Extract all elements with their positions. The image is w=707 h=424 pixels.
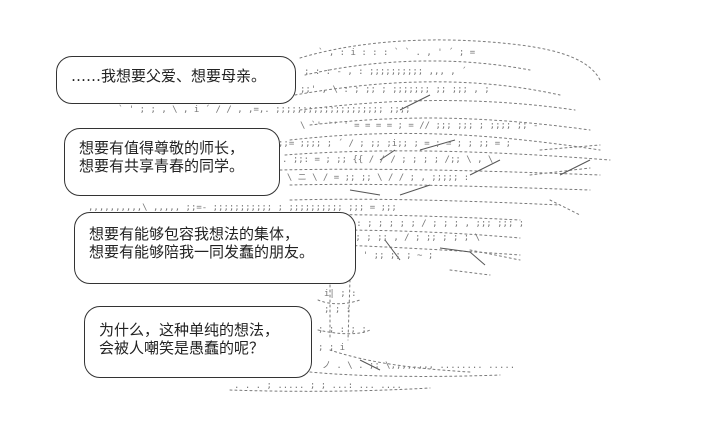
speech-bubble-1-text: ……我想要父爱、想要母亲。 [71,67,266,85]
speech-bubble-4-text: 为什么，这种单纯的想法， 会被人嘲笑是愚蠢的呢？ [99,321,279,357]
svg-text:; ; : ; ;: ; ; : ; ; [318,325,367,335]
svg-text:` \ ニ \ / = ;; ;; \ /: ` \ ニ \ / = ;; ;; \ / / ; , ;;;;; : [276,172,469,183]
speech-bubble-2: 想要有值得尊敬的师长， 想要有共享青春的同学。 [64,128,280,196]
svg-text:. . . ; ..... ; ; ...: .: . . . ; ..... ; ; ...: ... .... [234,381,402,391]
speech-line: ……我想要父爱、想要母亲。 [71,67,267,85]
speech-bubble-1: ……我想要父爱、想要母亲。 [56,56,296,104]
speech-bubble-3: 想要有能够包容我想法的集体， 想要有能够陪我一同发蠢的朋友。 [74,212,356,284]
speech-line: 为什么，这种单纯的想法， [99,321,280,339]
speech-bubble-3-text: 想要有能够包容我想法的集体， 想要有能够陪我一同发蠢的朋友。 [89,225,314,261]
speech-bubble-2-text: 想要有值得尊敬的师长， 想要有共享青春的同学。 [79,139,244,175]
svg-text:;; ; ;; , / ; ;; ; ; ;: ;; ; ;; , / ; ;; ; ; ; \ [350,233,480,243]
speech-line: 想要有值得尊敬的师长， [79,139,245,157]
svg-text:/ :: ; ; ; ; ; / ; ; ; , ;;: / :: ; ; ; ; ; / ; ; ; , ;;; ;;; ; [340,219,524,229]
svg-text:` ' ; ; , \ , i ´ / / , ,=: ` ' ; ; , \ , i ´ / / , ,=,. ;;;;;;;;;;;… [118,104,411,115]
svg-text:; ; :: ; ; : [324,305,351,315]
svg-text:ノ . \ . ;; \,,,,,,,, .......: ノ . \ . ;; \,,,,,,,, ........ ..... [322,361,515,371]
speech-line: 想要有共享青春的同学。 [79,157,245,175]
speech-line: 想要有能够陪我一同发蠢的朋友。 [89,243,315,261]
svg-text:\ `' '' ' = = = = ; = // ;;;: \ `' '' ' = = = = ; = // ;;; ;;; ; ;;;; … [300,120,538,131]
speech-line: 会被人嘲笑是愚蠢的呢？ [99,339,265,357]
svg-text:;;= ;;;; ; ´ / ; ;; ;i;; ;: ;;= ;;;; ; ´ / ; ;; ;i;; ; = ; = ; ; ;; … [278,138,511,149]
svg-text:. ;;: = ; ;; {{ / / / ; ; ;: . ;;: = ; ;; {{ / / / ; ; ; ; /;; \ , \ [282,155,493,165]
svg-text:,,,,,,,,,,\ ,,,,, ;;=- ;;;;;: ,,,,,,,,,,\ ,,,,, ;;=- ;;;;;;;;;;; ; ;;;… [88,203,397,213]
svg-text:; ; i: ; ; i [318,343,345,353]
speech-line: 想要有能够包容我想法的集体， [89,225,300,243]
svg-text:; ' ;; ;; ; ~: ; ' ;; ;; ; ~ ; [352,251,433,261]
speech-bubble-4: 为什么，这种单纯的想法， 会被人嘲笑是愚蠢的呢？ [84,306,312,378]
svg-text:;;' , \ : ; ;; ; ;;;;;;;: ;;' , \ : ; ;; ; ;;;;;;; ;; ;;; , ; [300,85,490,95]
svg-text:` , : i : : : ` ` . , ': ` , : i : : : ` ` . , ' ´ ; = [318,47,476,58]
svg-text:: : : - , : ;;;;;;;;;;: : : : - , : ;;;;;;;;;; ,,, , ´ [304,66,467,77]
svg-text:i| ; :: i| ; : [324,289,357,299]
